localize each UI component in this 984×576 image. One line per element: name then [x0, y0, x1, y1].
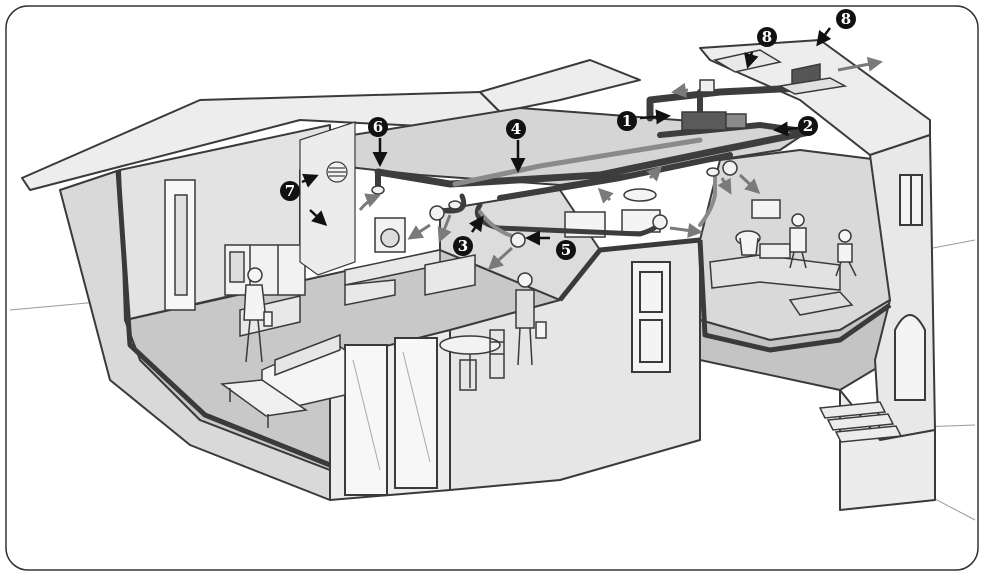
side-openings — [894, 174, 926, 401]
glass-doors — [344, 337, 438, 496]
people — [243, 213, 857, 366]
washing-machine — [374, 217, 406, 253]
callout-c7: 7 — [280, 181, 300, 201]
callout-circle — [836, 9, 856, 29]
coffee-table — [219, 379, 309, 428]
callout-circle — [280, 181, 300, 201]
wall-outlines — [115, 169, 892, 468]
callout-circle — [506, 119, 526, 139]
callout-arrows — [301, 27, 832, 246]
callout-number: 1 — [622, 112, 632, 130]
callout-c2: 2 — [798, 116, 818, 136]
callout-circle — [453, 236, 473, 256]
callout-circle — [556, 240, 576, 260]
callout-circle — [798, 116, 818, 136]
stairs — [818, 401, 903, 443]
callout-c5: 5 — [556, 240, 576, 260]
callout-c1: 1 — [617, 111, 637, 131]
dining-set — [439, 329, 505, 391]
callout-number: 5 — [561, 241, 571, 259]
callout-circle — [368, 117, 388, 137]
callout-c4: 4 — [506, 119, 526, 139]
callout-c3: 3 — [453, 236, 473, 256]
wall-vent-grille — [299, 121, 356, 276]
callout-circle — [617, 111, 637, 131]
air-terminals — [371, 160, 738, 248]
callout-number: 8 — [841, 10, 851, 28]
callout-number: 6 — [373, 118, 383, 136]
front-door — [631, 261, 671, 373]
airflow-arrows — [358, 56, 883, 271]
callout-number: 8 — [762, 28, 772, 46]
callout-badges: 1 2 3 4 5 6 7 8 8 — [280, 9, 856, 260]
callout-number: 3 — [458, 237, 468, 255]
callout-c6: 6 — [368, 117, 388, 137]
callout-number: 2 — [803, 117, 813, 135]
callout-c8b: 8 — [836, 9, 856, 29]
callout-number: 4 — [511, 120, 521, 138]
kitchen — [164, 179, 306, 311]
callout-c8a: 8 — [757, 27, 777, 47]
callout-number: 7 — [285, 182, 295, 200]
callout-circle — [757, 27, 777, 47]
